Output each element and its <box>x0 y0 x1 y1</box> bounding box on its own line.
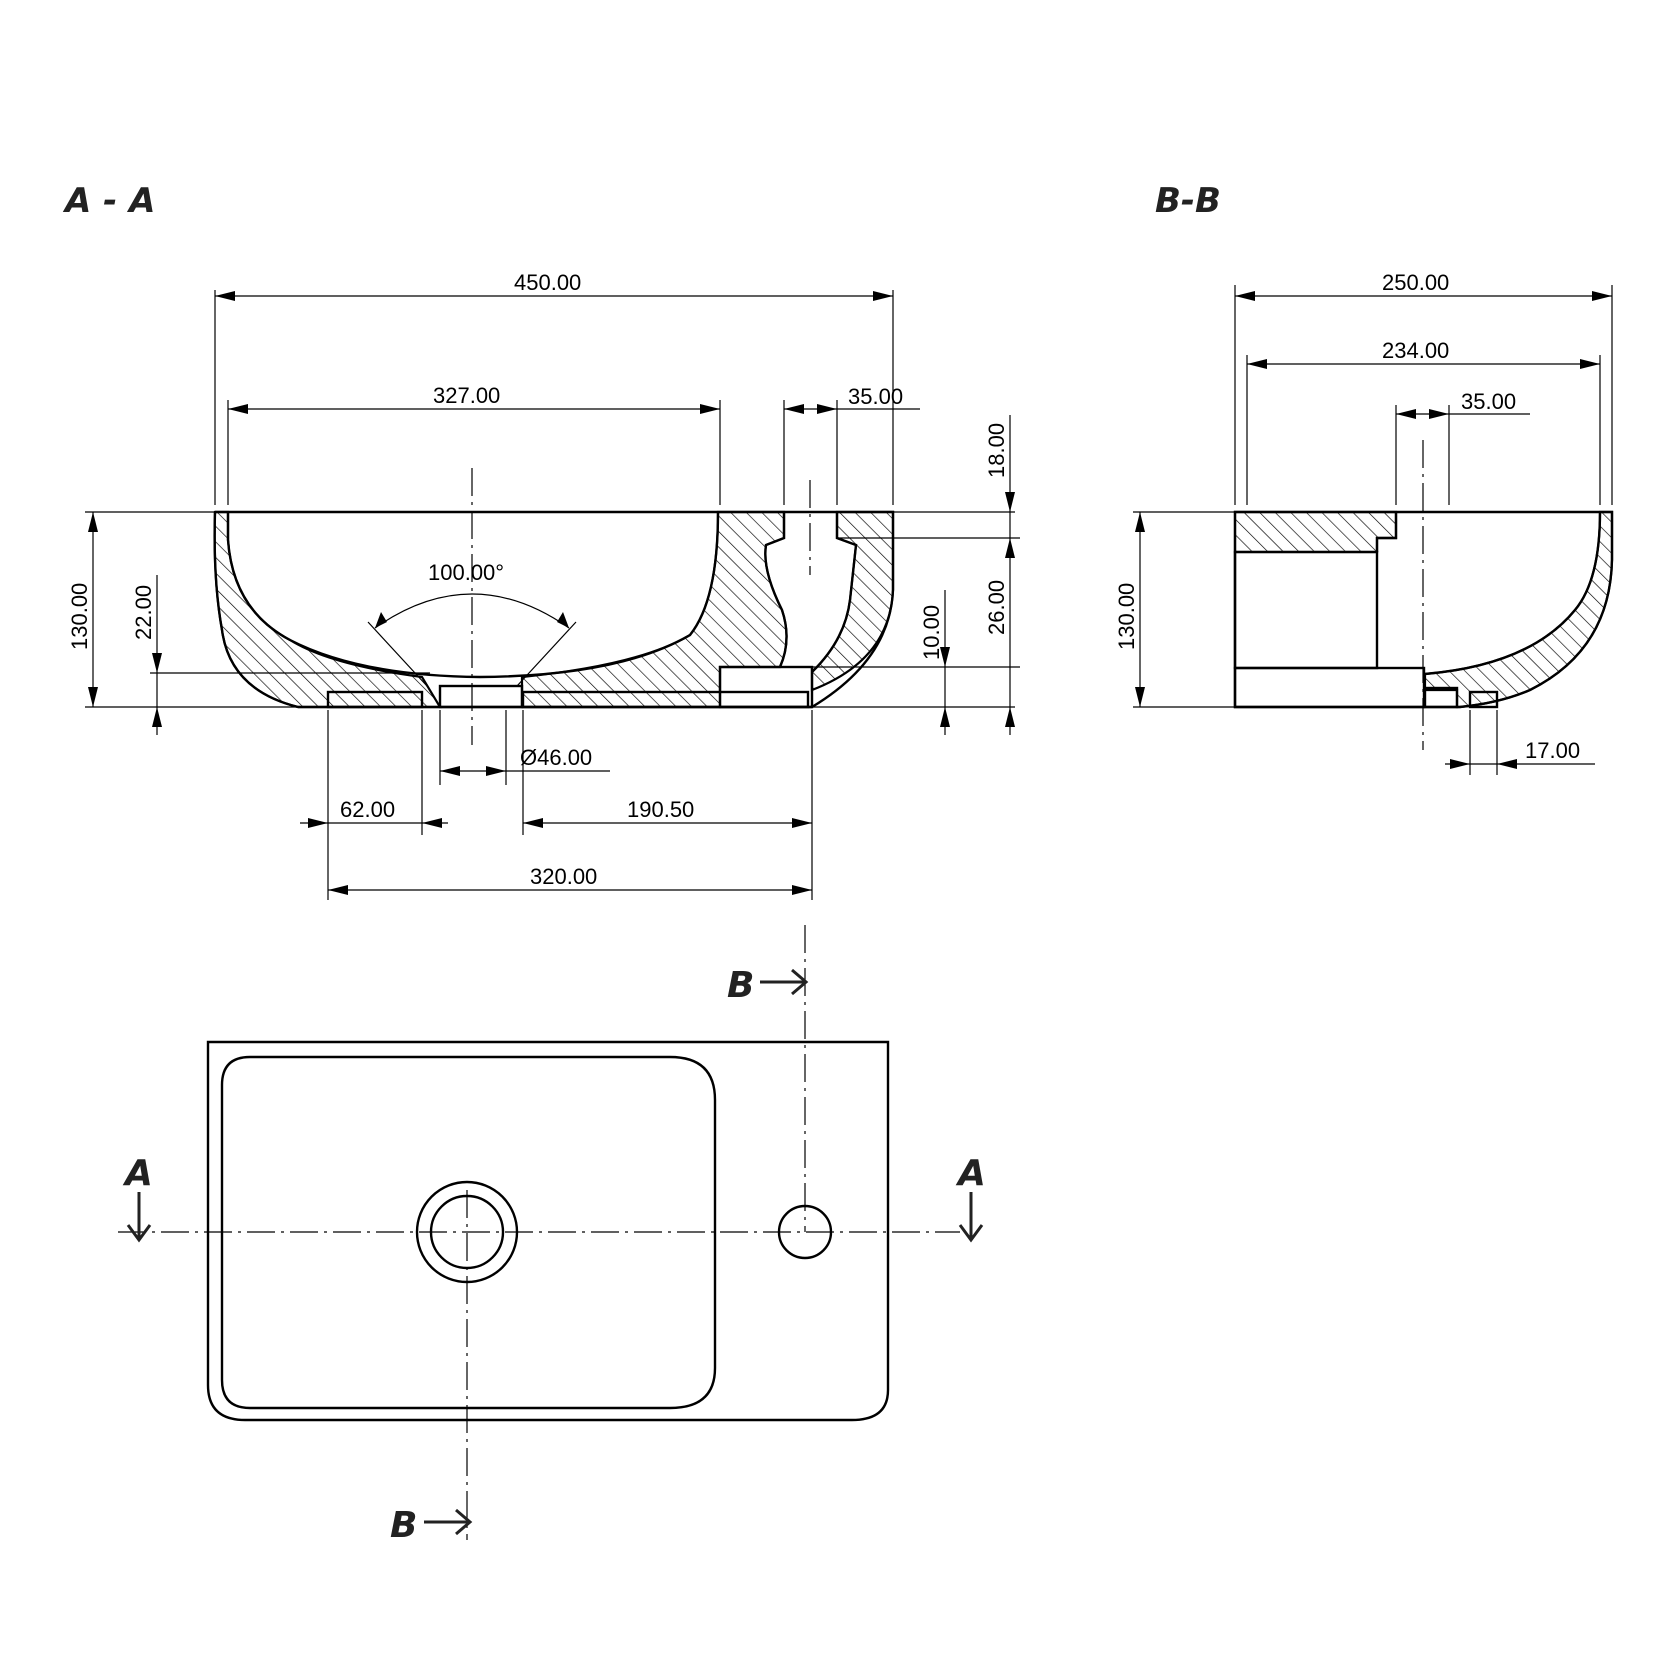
plan-outer-outline <box>206 1040 890 1422</box>
bb-depth-overall: 250.00 <box>1382 270 1449 295</box>
aa-bowl-width: 327.00 <box>433 383 500 408</box>
bb-tap-width: 35.00 <box>1461 389 1516 414</box>
section-aa-title: A - A <box>62 181 155 221</box>
section-aa-view: 100.00° 450.00 327.00 35.00 130.00 22.00 <box>67 270 1020 900</box>
aa-rim-depth: 18.00 <box>984 423 1009 478</box>
cut-b-bottom-label: B <box>390 1505 417 1546</box>
cut-a-right-label: A <box>955 1153 986 1194</box>
cut-b-top-label: B <box>727 965 754 1006</box>
aa-foot-span: 320.00 <box>530 864 597 889</box>
bb-height: 130.00 <box>1114 583 1139 650</box>
cut-b-bottom-arrow-icon <box>424 1508 473 1536</box>
aa-bottom-thickness: 22.00 <box>131 585 156 640</box>
bb-right-wall <box>1423 510 1614 709</box>
section-bb-view: 250.00 234.00 35.00 130.00 17.00 <box>1114 270 1614 775</box>
aa-right-wall <box>810 510 895 692</box>
cut-a-left-arrow-icon <box>126 1192 152 1243</box>
section-bb-title: B-B <box>1155 181 1221 221</box>
aa-tap-base: 10.00 <box>919 605 944 660</box>
bb-inner-depth: 234.00 <box>1382 338 1449 363</box>
aa-foot-right: 190.50 <box>627 797 694 822</box>
aa-tap-width: 35.00 <box>848 384 903 409</box>
aa-foot-left: 62.00 <box>340 797 395 822</box>
plan-bowl-outline <box>220 1055 717 1410</box>
aa-angle-label: 100.00° <box>428 560 504 585</box>
cut-a-right-arrow-icon <box>958 1192 984 1243</box>
aa-height: 130.00 <box>67 583 92 650</box>
cut-a-left-label: A <box>122 1153 153 1194</box>
bb-top-slab <box>1233 510 1398 554</box>
aa-width-overall: 450.00 <box>514 270 581 295</box>
plan-view: A A B B <box>118 925 986 1546</box>
aa-drain-diameter: Ø46.00 <box>520 745 592 770</box>
aa-tap-depth: 26.00 <box>984 580 1009 635</box>
bb-foot-width: 17.00 <box>1525 738 1580 763</box>
cut-b-top-arrow-icon <box>760 968 809 996</box>
aa-right-body <box>520 510 788 709</box>
